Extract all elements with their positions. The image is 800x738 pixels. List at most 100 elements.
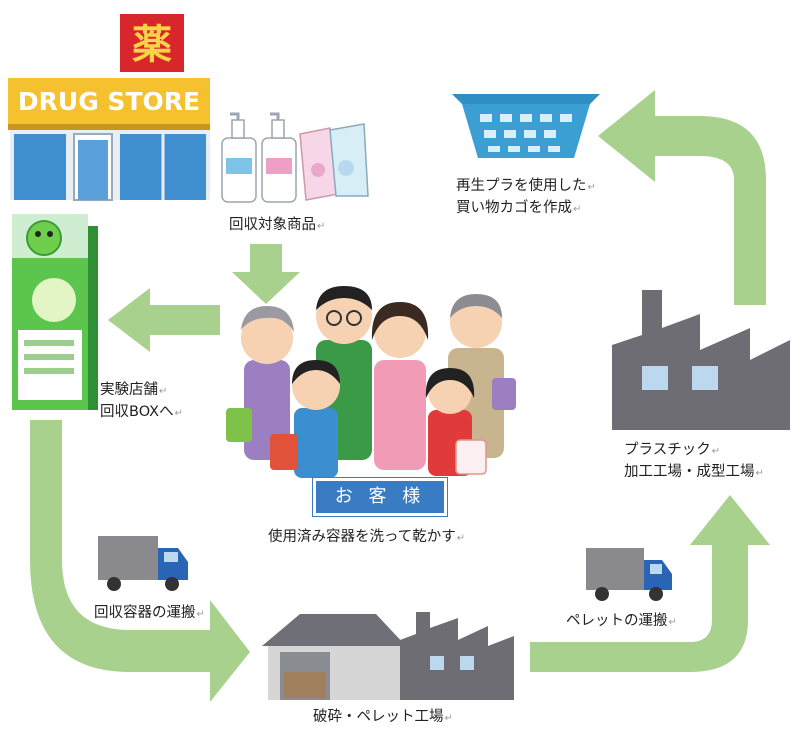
- pump-bottle-1-label: [226, 158, 252, 174]
- boy-bag: [270, 434, 298, 470]
- mother-body: [374, 360, 426, 470]
- label-products: 回収対象商品↵: [229, 215, 325, 237]
- arrow-box-to-crushing-plant: [30, 420, 250, 702]
- label-basket: 再生プラを使用した↵ 買い物カゴを作成↵: [456, 176, 596, 220]
- return-mark: ↵: [159, 386, 168, 397]
- return-mark: ↵: [196, 609, 205, 620]
- grandfather-hair: [450, 294, 502, 318]
- return-mark: ↵: [711, 446, 721, 457]
- label-transport-containers-text: 回収容器の運搬: [94, 605, 196, 621]
- label-collection-box: 実験店舗↵ 回収BOXへ↵: [100, 380, 183, 424]
- basket-hole: [544, 130, 556, 138]
- label-transport-containers: 回収容器の運搬↵: [94, 603, 205, 625]
- basket-hole: [524, 130, 536, 138]
- label-factory-line2: 加工工場・成型工場: [624, 464, 755, 480]
- store-sign-board: [8, 78, 210, 124]
- return-mark: ↵: [587, 182, 596, 193]
- basket-hole: [480, 114, 492, 122]
- grandmother-bag: [226, 408, 252, 442]
- label-transport-pellets-text: ペレットの運搬: [566, 613, 668, 629]
- basket-hole: [488, 146, 500, 152]
- glasses-icon: [346, 310, 362, 326]
- truck-wheel: [595, 587, 609, 601]
- basket-hole: [508, 146, 520, 152]
- collection-box-panel-line: [24, 340, 74, 346]
- collection-box-emblem: [32, 278, 76, 322]
- grandfather-face: [450, 296, 502, 348]
- pellet-factory-building: [400, 612, 514, 700]
- mascot-eye: [47, 231, 53, 237]
- return-mark: ↵: [174, 408, 184, 419]
- store-door-glass: [78, 140, 108, 200]
- glasses-icon: [326, 310, 342, 326]
- target-products: [221, 112, 369, 203]
- grandfather-bag: [492, 378, 516, 410]
- store-sign-text: DRUG STORE: [18, 87, 200, 116]
- label-products-text: 回収対象商品: [229, 217, 316, 233]
- truck-pellets: [586, 548, 672, 601]
- customers-family: [226, 286, 516, 478]
- truck-containers: [98, 536, 188, 591]
- customer-badge: お 客 様: [313, 478, 447, 516]
- truck-cab-window: [164, 552, 178, 562]
- refill-pouch-2: [329, 123, 369, 197]
- store-sign-shadow: [8, 124, 210, 130]
- label-customer-action-text: 使用済み容器を洗って乾かす: [268, 529, 456, 545]
- label-factory-line1: プラスチック: [624, 442, 711, 458]
- return-mark: ↵: [755, 468, 764, 479]
- truck-cargo: [586, 548, 644, 590]
- store-sign-kanji: 薬: [132, 21, 172, 68]
- arrow-factory-to-basket: [598, 90, 766, 305]
- label-transport-pellets: ペレットの運搬↵: [566, 611, 677, 633]
- father-hair: [316, 286, 372, 310]
- warehouse-roof: [262, 614, 406, 646]
- father-face: [316, 288, 372, 344]
- basket-holes: [480, 114, 572, 152]
- arrow-crushing-to-factory: [530, 495, 770, 672]
- plastic-factory: [612, 290, 790, 430]
- customer-boy: [270, 360, 340, 478]
- basket-hole: [560, 114, 572, 122]
- store-sign-kanji-box: [120, 14, 184, 72]
- pouch-decoration: [338, 160, 354, 176]
- boy-body: [294, 408, 338, 478]
- return-mark: ↵: [456, 533, 466, 544]
- basket-hole: [540, 114, 552, 122]
- basket-hole: [520, 114, 532, 122]
- label-plastic-factory: プラスチック↵ 加工工場・成型工場↵: [624, 440, 764, 484]
- label-box-line2: 回収BOXへ: [100, 404, 174, 420]
- basket-hole: [484, 130, 496, 138]
- label-crushing-plant-text: 破砕・ペレット工場: [313, 709, 444, 725]
- shopping-basket: [452, 94, 600, 158]
- truck-wheel: [107, 577, 121, 591]
- label-basket-line1: 再生プラを使用した: [456, 178, 587, 194]
- basket-hole: [548, 146, 560, 152]
- return-mark: ↵: [573, 204, 582, 215]
- collection-box-panel-line: [24, 368, 74, 374]
- label-box-line1: 実験店舗: [100, 382, 158, 398]
- truck-cab-window: [650, 564, 662, 574]
- basket-hole: [528, 146, 540, 152]
- basket-hole: [500, 114, 512, 122]
- store-window-left: [14, 134, 66, 200]
- grandmother-face: [241, 312, 293, 364]
- collection-box-panel-line: [24, 354, 74, 360]
- pump-bottle-1-cap: [231, 119, 245, 139]
- girl-hair: [425, 368, 475, 398]
- truck-wheel: [649, 587, 663, 601]
- collection-box-side: [88, 226, 98, 410]
- arrow-customers-to-box: [108, 288, 220, 352]
- pump-bottle-2-label: [266, 158, 292, 174]
- pump-bottle-2-cap: [271, 119, 285, 139]
- return-mark: ↵: [668, 617, 677, 628]
- label-customer-action: 使用済み容器を洗って乾かす↵: [268, 527, 465, 549]
- collection-box: [12, 214, 98, 410]
- boy-face: [292, 362, 340, 410]
- label-basket-line2: 買い物カゴを作成: [456, 200, 572, 216]
- pellet-factory-window: [430, 656, 444, 670]
- collection-box-mascot: [26, 220, 62, 256]
- factory-window: [642, 366, 668, 390]
- warehouse-crates: [284, 672, 326, 698]
- basket-hole: [504, 130, 516, 138]
